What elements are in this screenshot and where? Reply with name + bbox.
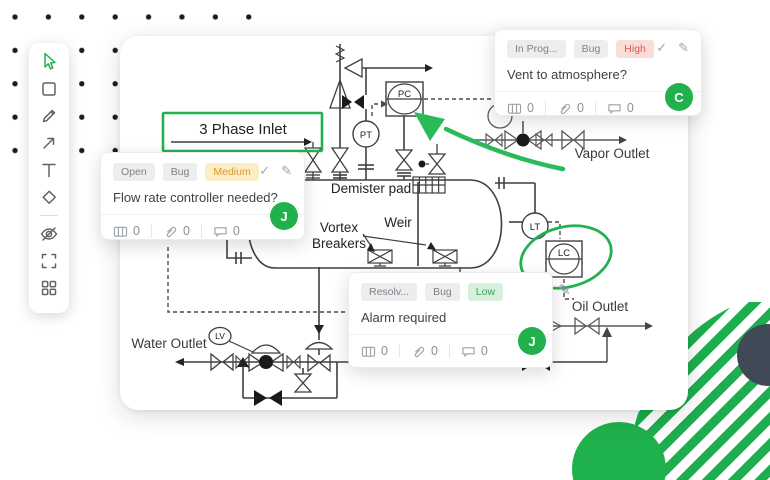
avatar[interactable]: J	[270, 202, 298, 230]
tool-select-cursor[interactable]	[36, 50, 62, 74]
toolbar-divider	[40, 215, 58, 216]
arrow-annotation-head[interactable]	[414, 112, 445, 141]
tool-pencil[interactable]	[36, 104, 62, 128]
tasks-icon[interactable]	[361, 345, 376, 358]
tool-arrow[interactable]	[36, 131, 62, 155]
resolve-check-icon[interactable]: ✓	[656, 40, 668, 55]
attachment-icon[interactable]	[411, 345, 426, 358]
status-chip[interactable]: Resolv...	[361, 283, 418, 301]
avatar[interactable]: J	[518, 327, 546, 355]
attachment-icon[interactable]	[557, 102, 572, 115]
tag-row: In Prog... Bug High	[507, 40, 689, 58]
vortex-breaker-left	[367, 249, 393, 267]
demister-pad-symbol	[412, 176, 446, 194]
avatar[interactable]: C	[665, 83, 693, 111]
pc-instrument	[385, 81, 424, 180]
tool-fullscreen[interactable]	[36, 249, 62, 273]
tool-eraser-diamond[interactable]	[36, 185, 62, 209]
level-instruments	[495, 177, 583, 278]
annotations[interactable]	[161, 111, 618, 297]
card-divider	[495, 91, 701, 92]
comment-count[interactable]: 0	[232, 224, 240, 238]
card-divider	[101, 214, 304, 215]
counts-row: 0 0 0	[113, 224, 292, 238]
comment-title: Flow rate controller needed?	[113, 190, 278, 205]
counts-row: 0 0 0	[507, 101, 689, 115]
edit-pencil-icon[interactable]: ✎	[678, 40, 689, 55]
status-chip[interactable]: Open	[113, 163, 155, 181]
annotation-edit-pencil-icon[interactable]: ✎	[558, 282, 571, 299]
type-chip[interactable]: Bug	[573, 40, 609, 58]
lv-tag: LV	[215, 331, 225, 341]
pt-tag: PT	[360, 130, 372, 141]
tag-row: Open Bug Medium	[113, 163, 292, 181]
tasks-icon[interactable]	[113, 225, 128, 238]
vent-stack	[329, 44, 433, 180]
tool-hide-annotations[interactable]	[36, 222, 62, 246]
piping	[167, 44, 653, 406]
resolve-check-icon[interactable]: ✓	[259, 163, 271, 178]
tasks-count[interactable]: 0	[133, 224, 140, 238]
inlet-valve	[303, 142, 323, 180]
comment-count[interactable]: 0	[480, 344, 488, 358]
comment-title: Vent to atmosphere?	[507, 67, 627, 82]
priority-chip[interactable]: High	[616, 40, 654, 58]
comment-card-flow-rate[interactable]: Open Bug Medium ✓ ✎ Flow rate controller…	[100, 152, 305, 240]
attachment-count[interactable]: 0	[576, 101, 584, 115]
water-outlet-label: Water Outlet	[131, 336, 207, 351]
pc-tag: PC	[398, 89, 411, 100]
status-chip[interactable]: In Prog...	[507, 40, 566, 58]
label-leaders	[362, 233, 436, 252]
attachment-count[interactable]: 0	[182, 224, 190, 238]
comment-icon[interactable]	[461, 345, 476, 358]
counts-row: 0 0 0	[361, 344, 540, 358]
comment-card-alarm[interactable]: Resolv... Bug Low Alarm required 0 0 0 J	[348, 272, 553, 368]
vortex-breaker-right	[432, 249, 458, 267]
vapor-outlet-line	[468, 103, 627, 151]
diagram-labels: 3 Phase Inlet Demister pad Weir Vortex B…	[131, 89, 649, 351]
water-outlet-line	[175, 235, 607, 406]
inlet-label: 3 Phase Inlet	[199, 121, 287, 138]
rect-annotation[interactable]	[161, 111, 324, 153]
arrow-annotation[interactable]	[443, 126, 566, 172]
tag-row: Resolv... Bug Low	[361, 283, 540, 301]
lc-tag: LC	[558, 248, 570, 259]
comment-title: Alarm required	[361, 310, 447, 325]
tool-palette	[29, 43, 69, 313]
tasks-count[interactable]: 0	[527, 101, 534, 115]
ellipse-annotation[interactable]	[514, 217, 618, 297]
comment-icon[interactable]	[213, 225, 228, 238]
priority-chip[interactable]: Medium	[205, 163, 259, 181]
lt-tag: LT	[530, 222, 541, 233]
comment-card-vent[interactable]: In Prog... Bug High ✓ ✎ Vent to atmosphe…	[494, 29, 702, 116]
vortex-label-2: Breakers	[312, 236, 366, 251]
demister-nozzle	[418, 144, 447, 175]
comment-icon[interactable]	[607, 102, 622, 115]
vapor-outlet-label: Vapor Outlet	[575, 146, 650, 161]
tool-grid-view[interactable]	[36, 276, 62, 300]
priority-chip[interactable]: Low	[467, 283, 504, 301]
attachment-icon[interactable]	[163, 225, 178, 238]
tasks-icon[interactable]	[507, 102, 522, 115]
tasks-count[interactable]: 0	[381, 344, 388, 358]
oil-outlet-label: Oil Outlet	[572, 299, 629, 314]
demister-label: Demister pad	[331, 181, 411, 196]
vortex-label-1: Vortex	[320, 220, 359, 235]
type-chip[interactable]: Bug	[425, 283, 460, 301]
edit-pencil-icon[interactable]: ✎	[281, 163, 292, 178]
card-divider	[349, 334, 552, 335]
attachment-count[interactable]: 0	[430, 344, 438, 358]
tool-rectangle[interactable]	[36, 77, 62, 101]
comment-count[interactable]: 0	[626, 101, 634, 115]
type-chip[interactable]: Bug	[162, 163, 198, 181]
pt-branch	[352, 68, 380, 180]
weir-label: Weir	[384, 215, 412, 230]
signal-lines	[167, 98, 574, 313]
tool-text[interactable]	[36, 158, 62, 182]
